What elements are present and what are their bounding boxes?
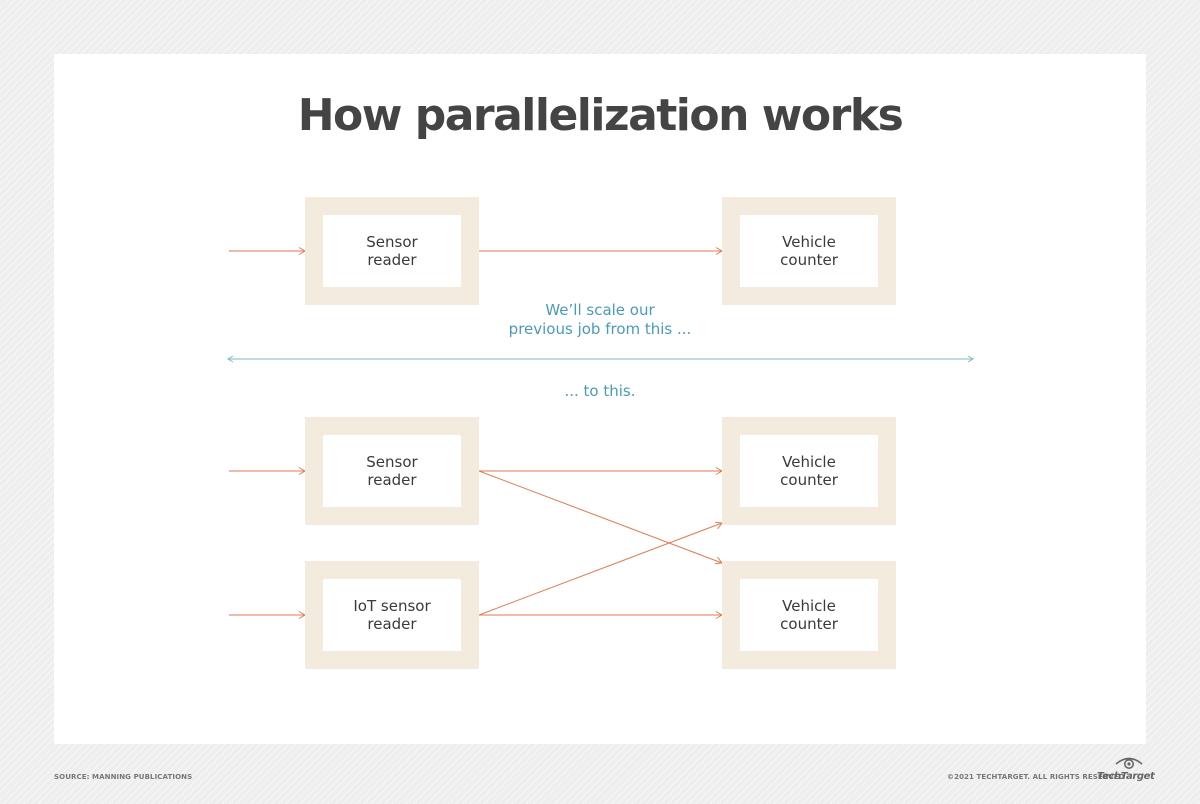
node-vehicle-counter-1: Vehicle counter (722, 417, 896, 525)
eye-icon (1115, 757, 1143, 769)
diagram-title: How parallelization works (297, 90, 904, 141)
node-label: IoT sensor reader (353, 597, 431, 633)
caption-before: We’ll scale our previous job from this .… (508, 301, 692, 338)
node-label: Vehicle counter (780, 597, 838, 633)
diagram-panel (54, 54, 1146, 744)
flow-arrow-top (479, 247, 723, 255)
flow-arrow-iot-to-counter-2 (479, 611, 723, 619)
flow-arrow-sensor-to-counter-2 (478, 470, 723, 565)
node-sensor-reader-top: Sensor reader (305, 197, 479, 305)
flow-arrow-sensor-to-counter-1 (479, 467, 723, 475)
node-label: Vehicle counter (780, 233, 838, 269)
section-divider (227, 355, 974, 363)
node-label: Vehicle counter (780, 453, 838, 489)
source-credit: SOURCE: MANNING PUBLICATIONS (54, 773, 193, 781)
node-label: Sensor reader (366, 453, 418, 489)
node-vehicle-counter-2: Vehicle counter (722, 561, 896, 669)
node-label: Sensor reader (366, 233, 418, 269)
input-arrow-top (229, 247, 306, 255)
copyright-notice: ©2021 TECHTARGET. ALL RIGHTS RESERVED (947, 773, 1125, 781)
brand-name: TechTarget (1097, 771, 1155, 782)
node-iot-sensor-reader: IoT sensor reader (305, 561, 479, 669)
input-arrow-sensor (229, 467, 306, 475)
caption-after: ... to this. (564, 382, 636, 400)
techtarget-logo: TechTarget (1097, 756, 1155, 786)
node-sensor-reader: Sensor reader (305, 417, 479, 525)
input-arrow-iot (229, 611, 306, 619)
flow-arrow-iot-to-counter-1 (478, 521, 723, 616)
node-vehicle-counter-top: Vehicle counter (722, 197, 896, 305)
